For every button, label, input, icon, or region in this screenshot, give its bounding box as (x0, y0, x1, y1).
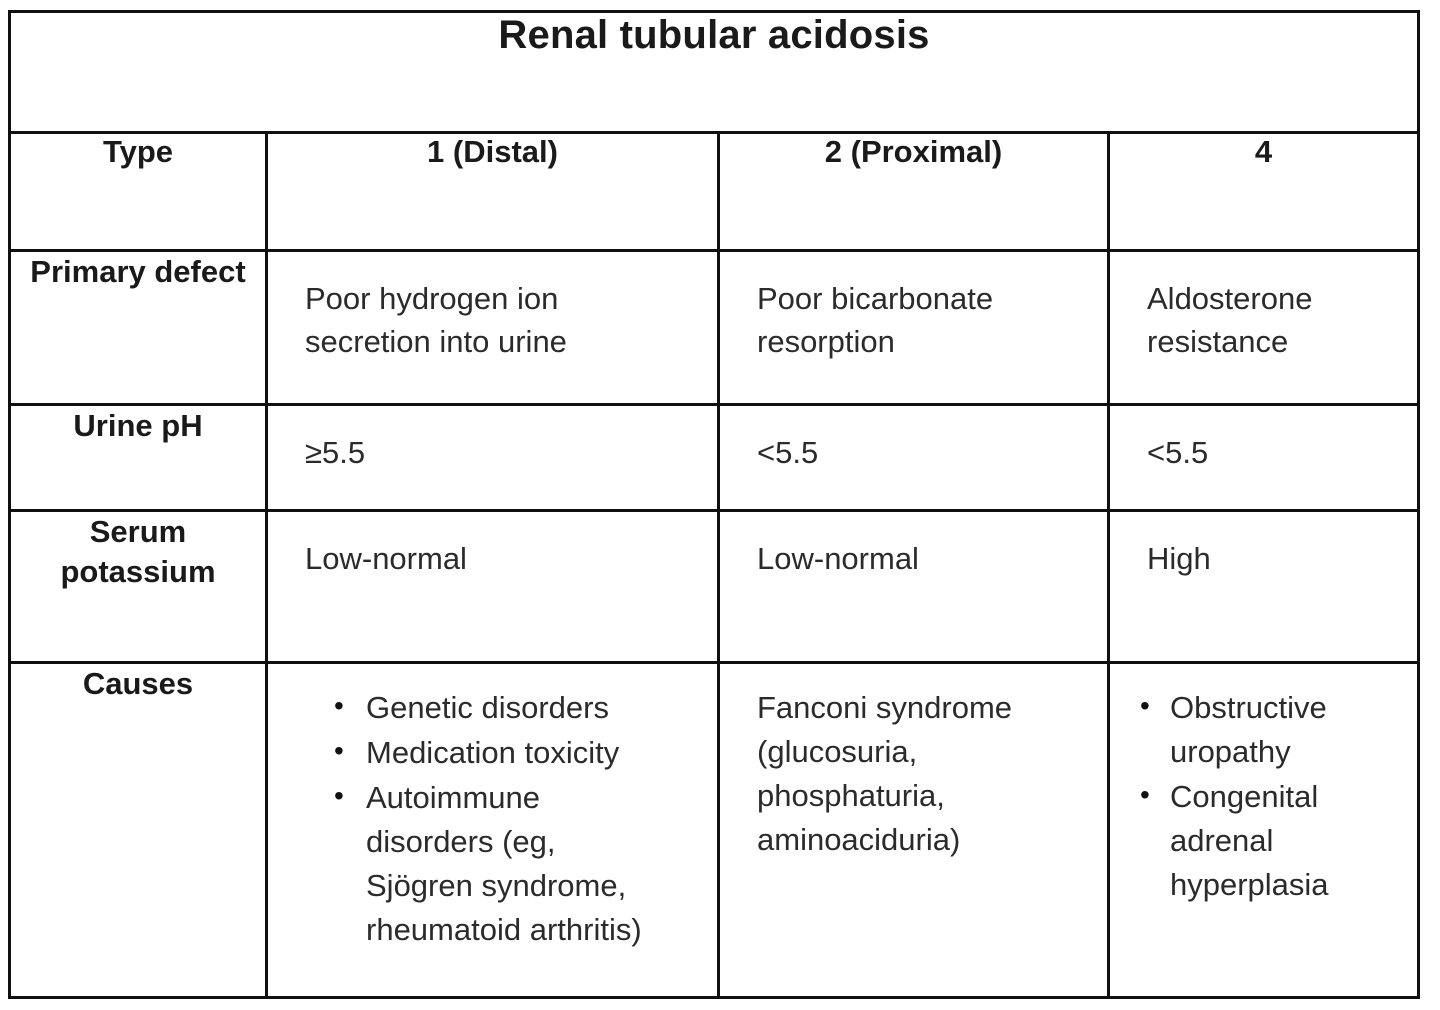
cell-primary-defect-type1: Poor hydrogen ion secretion into urine (265, 249, 720, 406)
cell-serum-potassium-type2: Low-normal (717, 509, 1110, 664)
renal-tubular-acidosis-table: Renal tubular acidosis Type 1 (Distal) 2… (8, 10, 1420, 999)
cell-primary-defect-type4: Aldosterone resistance (1107, 249, 1420, 406)
cell-causes-type1: Genetic disordersMedication toxicityAuto… (265, 661, 720, 999)
row-label-urine-ph: Urine pH (8, 403, 268, 512)
causes-type4-list: Obstructive uropathyCongenital adrenal h… (1110, 664, 1417, 926)
cell-causes-type4: Obstructive uropathyCongenital adrenal h… (1107, 661, 1420, 999)
table-row-serum-potassium: Serum potassium Low-normal Low-normal Hi… (8, 509, 1420, 664)
column-header-type-2-proximal: 2 (Proximal) (717, 131, 1110, 252)
row-label-serum-potassium: Serum potassium (8, 509, 268, 664)
column-header-type-4: 4 (1107, 131, 1420, 252)
column-header-type: Type (8, 131, 268, 252)
cell-causes-type2: Fanconi syndrome (glucosuria, phosphatur… (717, 661, 1110, 999)
list-item: Medication toxicity (326, 730, 707, 775)
cell-urine-ph-type2: <5.5 (717, 403, 1110, 512)
causes-type1-list: Genetic disordersMedication toxicityAuto… (268, 664, 717, 971)
cell-urine-ph-type1: ≥5.5 (265, 403, 720, 512)
list-item: Obstructive uropathy (1132, 685, 1407, 774)
table-row-causes: Causes Genetic disordersMedication toxic… (8, 661, 1420, 999)
list-item: Genetic disorders (326, 685, 707, 730)
row-label-primary-defect: Primary defect (8, 249, 268, 406)
table-title-row: Renal tubular acidosis (8, 10, 1420, 134)
row-label-causes: Causes (8, 661, 268, 999)
table-title-cell: Renal tubular acidosis (8, 10, 1420, 134)
list-item: Congenital adrenal hyperplasia (1132, 774, 1407, 907)
table-header-row: Type 1 (Distal) 2 (Proximal) 4 (8, 131, 1420, 252)
cell-urine-ph-type4: <5.5 (1107, 403, 1420, 512)
cell-primary-defect-type2: Poor bicarbonate resorption (717, 249, 1110, 406)
column-header-type-1-distal: 1 (Distal) (265, 131, 720, 252)
cell-serum-potassium-type4: High (1107, 509, 1420, 664)
cell-serum-potassium-type1: Low-normal (265, 509, 720, 664)
page-title: Renal tubular acidosis (498, 13, 930, 57)
table-row-primary-defect: Primary defect Poor hydrogen ion secreti… (8, 249, 1420, 406)
list-item: Autoimmune disorders (eg, Sjögren syndro… (326, 775, 707, 952)
table-row-urine-ph: Urine pH ≥5.5 <5.5 <5.5 (8, 403, 1420, 512)
